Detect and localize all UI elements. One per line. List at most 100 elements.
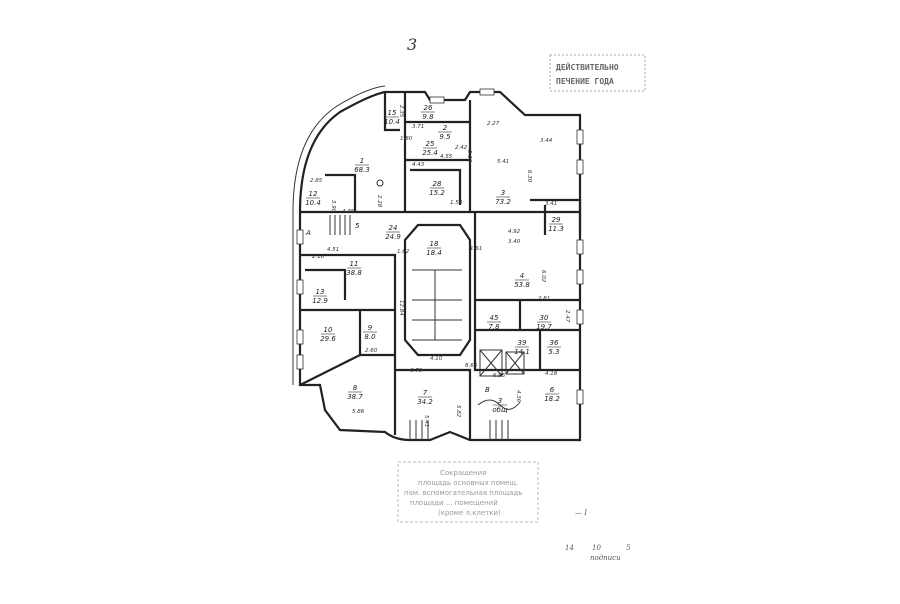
room-label: 838.7 (347, 384, 363, 401)
footer-count-1: 14 (565, 544, 574, 552)
room-number: 29 (552, 216, 561, 224)
dimension-label: 6.95 (493, 373, 506, 379)
room-area: 68.3 (354, 166, 370, 174)
room-area: 12.9 (312, 297, 328, 305)
room-label: 98.0 (363, 324, 377, 341)
room-label: 457.8 (487, 314, 501, 331)
dimension-label: 4.18 (545, 371, 558, 377)
room-area: 15.2 (429, 189, 445, 197)
stamp-line-1: ДЕЙСТВИТЕЛЬНО (556, 61, 619, 72)
dimension-label: 6.79 (410, 368, 423, 374)
room-number: 39 (518, 339, 527, 347)
room-label: 618.2 (544, 386, 560, 403)
room-number: 25 (426, 140, 435, 148)
room-number: 15 (388, 109, 397, 117)
dimension-label: 1.61 (470, 246, 482, 252)
footer-label: подписи (590, 554, 621, 562)
dimension-label: 3.90 (330, 200, 336, 213)
stair-label-5: 5 (355, 222, 360, 230)
room-area: 5.3 (548, 348, 559, 356)
stamp-line: площадь основных помещ. (418, 479, 518, 487)
dimension-label: 2.35 (398, 105, 404, 118)
dimension-label: 4.75 (342, 209, 355, 215)
dimension-label: 4.92 (508, 229, 521, 235)
room-area: 38.7 (347, 393, 363, 401)
room-area: 9.8 (422, 113, 434, 121)
dimension-label: 5.41 (497, 159, 509, 165)
room-number: 6 (550, 386, 555, 394)
dimension-label: 6.30 (526, 170, 532, 183)
stamp-line: Сокращения (440, 469, 486, 477)
dimension-label: 2.85 (310, 178, 323, 184)
dimension-label: 2.18 (312, 254, 325, 260)
dimension-label: 3.41 (545, 201, 557, 207)
room-number: 28 (433, 180, 442, 188)
dimension-label: 3.44 (540, 138, 553, 144)
dimension-label: 5.12 (466, 150, 472, 163)
room-number: 1 (360, 157, 364, 165)
dimension-label: 1.58 (450, 200, 463, 206)
stamp-line-2: ПЕЧЕНИЕ ГОДА (556, 77, 614, 86)
footer-count-2: 10 (592, 544, 601, 552)
room-number: 7 (423, 389, 428, 397)
dimension-label: 4.43 (412, 162, 425, 168)
room-area: 11.3 (548, 225, 564, 233)
stair-label-a: А (305, 229, 311, 237)
room-number: 24 (389, 224, 398, 232)
room-number: 4 (520, 272, 524, 280)
abbreviations-stamp: Сокращения площадь основных помещ. пом. … (397, 461, 539, 523)
page-number: 3 (407, 35, 417, 54)
dimension-label: 4.10 (430, 356, 443, 362)
room-area: 19.7 (536, 323, 552, 331)
room-area: 34.2 (417, 398, 433, 406)
room-label: 453.8 (514, 272, 530, 289)
footer-count-3: 5 (626, 544, 631, 552)
stair-label-b: В (485, 386, 490, 394)
room-area: 18.2 (544, 395, 560, 403)
stamp-line: пом. вспомогательная площадь (404, 489, 522, 497)
room-area: 9.5 (439, 133, 451, 141)
room-number: 8 (353, 384, 358, 392)
room-area: 10.4 (384, 118, 400, 126)
room-area: общ (492, 406, 508, 414)
room-number: 3 (498, 397, 502, 405)
dimension-label: 3.40 (508, 239, 521, 245)
room-number: 11 (350, 260, 359, 268)
room-area: 7.8 (488, 323, 500, 331)
dimension-label: 5.86 (352, 409, 365, 415)
dimension-label: 5.82 (455, 405, 461, 418)
room-number: 13 (316, 288, 325, 296)
dimension-label: 2.27 (487, 121, 500, 127)
room-area: 53.8 (514, 281, 530, 289)
room-area: 29.6 (320, 335, 336, 343)
room-label: 373.2 (495, 189, 511, 206)
dimension-label: 4.51 (327, 247, 339, 253)
room-area: 8.0 (364, 333, 376, 341)
room-number: 18 (430, 240, 439, 248)
room-number: 2 (443, 124, 448, 132)
dimension-label: 2.42 (455, 145, 468, 151)
room-label: 269.8 (421, 104, 435, 121)
dimension-label: 1.62 (397, 249, 410, 255)
room-area: 18.4 (426, 249, 442, 257)
footer-mark: — I (575, 509, 587, 517)
dimension-label: 8.66 (465, 363, 478, 369)
room-number: 26 (424, 104, 433, 112)
room-area: 73.2 (495, 198, 511, 206)
dimension-label: 2.47 (564, 310, 570, 323)
room-area: 10.4 (305, 199, 321, 207)
dimension-label: 12.84 (398, 300, 404, 316)
room-label: 29.5 (438, 124, 452, 141)
room-label: 734.2 (417, 389, 433, 406)
room-area: 38.8 (346, 269, 362, 277)
